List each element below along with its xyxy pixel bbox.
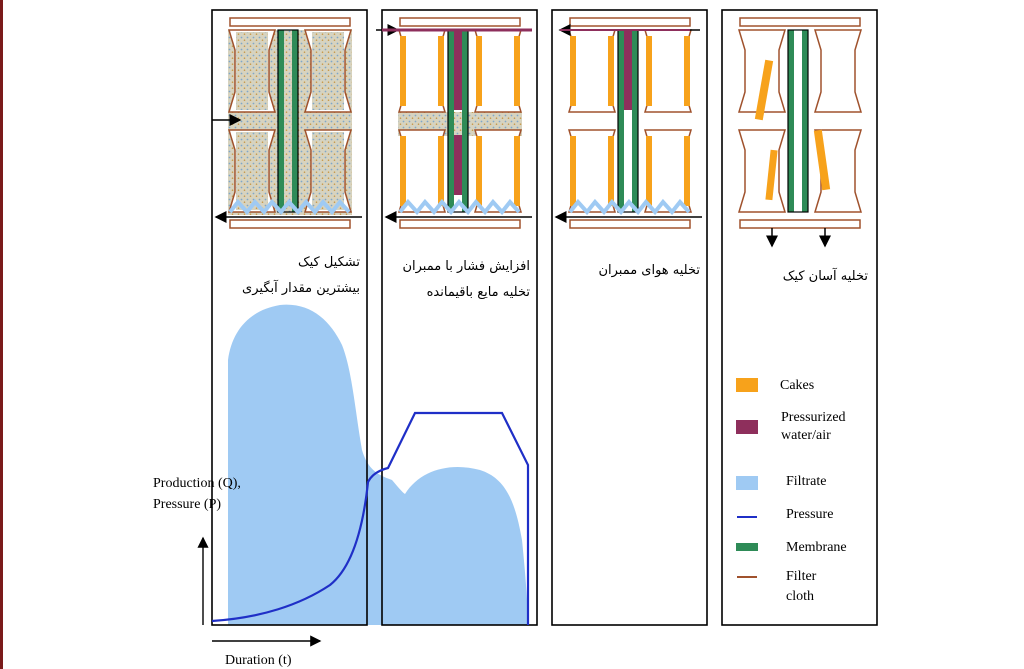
stage-2-cake-left-4 <box>476 136 482 206</box>
stage-2-cake-right-2 <box>438 136 444 206</box>
stage-1-slurry-chamber-3 <box>312 32 344 110</box>
stage-3-pressurized-upper <box>624 30 632 110</box>
legend-pressure-label: Pressure <box>786 507 833 522</box>
stage-4-chamber-3 <box>813 29 863 113</box>
stage-1-membrane-left <box>278 30 284 212</box>
stage-4-falling-cake-3 <box>765 149 778 201</box>
stage-1-caption-line1: تشکیل کیک <box>298 255 360 270</box>
stage-2-filtrate-waves <box>398 198 521 216</box>
legend-cakes-swatch <box>736 378 758 392</box>
stage-3-cake-left-1 <box>570 36 576 106</box>
stage-1-top-frame <box>229 17 351 27</box>
stage-2-pressurized-upper <box>454 30 462 110</box>
stage-2-cake-left-1 <box>400 36 406 106</box>
legend-cloth-label1: Filter <box>786 569 817 584</box>
stage-1-center-outline <box>277 29 299 213</box>
stage-2-cake-right-4 <box>514 136 520 206</box>
y-axis-label-line1: Production (Q), <box>153 476 241 491</box>
stage-2-cake-left-3 <box>476 36 482 106</box>
stage-1-slurry-chamber-1 <box>236 32 268 110</box>
legend: Cakes Pressurized water/air Filtrate Pre… <box>736 378 847 604</box>
stage-4-chamber-2 <box>737 129 787 213</box>
stage-2-membrane-right <box>462 30 468 212</box>
stage-4-top-frame <box>739 17 861 27</box>
stage-3-cake-left-2 <box>570 136 576 206</box>
stage-2-pressurized-lower <box>454 135 462 195</box>
stage-1-bottom-frame <box>229 219 351 229</box>
stage-3-top-frame <box>569 17 691 27</box>
filtrate-area <box>228 304 528 625</box>
legend-pressurized-label2: water/air <box>781 428 831 443</box>
stage-3-cake-right-3 <box>684 36 690 106</box>
stage-3-cake-right-1 <box>608 36 614 106</box>
x-axis-label: Duration (t) <box>225 653 292 668</box>
stage-3-cake-right-2 <box>608 136 614 206</box>
legend-filtrate-swatch <box>736 476 758 490</box>
stage-4-chamber-1 <box>737 29 787 113</box>
legend-filtrate-label: Filtrate <box>786 474 826 489</box>
pressure-curve <box>211 411 530 625</box>
stage-2-cake-left-2 <box>400 136 406 206</box>
stage-3-cake-right-4 <box>684 136 690 206</box>
stage-2-panel <box>381 9 538 626</box>
stage-1-caption-line2: بیشترین مقدار آبگیری <box>242 279 360 296</box>
stage-2-cake-right-3 <box>514 36 520 106</box>
stage-3-caption-line1: تخلیه هوای ممبران <box>598 263 700 278</box>
stage-4-falling-cake-2 <box>813 129 831 191</box>
legend-membrane-label: Membrane <box>786 540 847 555</box>
stage-2-caption-line1: افزایش فشار با ممبران <box>402 259 530 274</box>
stage-3-membrane-right <box>632 30 638 212</box>
stage-4-membrane-right <box>802 30 808 212</box>
stage-3-filtrate-waves <box>568 198 691 216</box>
legend-membrane-swatch <box>736 543 758 551</box>
stage-3-panel <box>551 9 708 626</box>
y-axis-label-line2: Pressure (P) <box>153 497 221 512</box>
stage-4-falling-cake-1 <box>754 59 774 121</box>
stage-2-bottom-frame <box>399 219 521 229</box>
stage-2-membrane-left <box>448 30 454 212</box>
stage-3-cake-left-4 <box>646 136 652 206</box>
legend-cakes-label: Cakes <box>780 378 814 393</box>
stage-4-panel <box>721 9 878 626</box>
stage-1-filtrate-waves <box>228 198 351 216</box>
stage-3-membrane-left <box>618 30 624 212</box>
stage-1-membrane-right <box>292 30 298 212</box>
left-edge-bar <box>0 0 3 669</box>
stage-3-cake-left-3 <box>646 36 652 106</box>
filter-plates-group <box>212 17 863 248</box>
stage-3-bottom-frame <box>569 219 691 229</box>
stage-2-top-frame <box>399 17 521 27</box>
stage-2-caption-line2: تخلیه مایع باقیمانده <box>427 285 531 300</box>
stage-4-membrane-left <box>788 30 794 212</box>
stage-4-caption-line1: تخلیه آسان کیک <box>783 267 869 284</box>
stage-1-slurry-chamber-2 <box>236 132 268 210</box>
stage-2-cake-right-1 <box>438 36 444 106</box>
legend-cloth-label2: cloth <box>786 589 814 604</box>
stage-4-bottom-frame <box>739 219 861 229</box>
stage-1-panel <box>211 9 368 626</box>
legend-pressurized-label1: Pressurized <box>781 410 846 425</box>
stage-1-slurry-chamber-4 <box>312 132 344 210</box>
legend-pressurized-swatch <box>736 420 758 434</box>
stage-4-center-outline <box>787 29 809 213</box>
